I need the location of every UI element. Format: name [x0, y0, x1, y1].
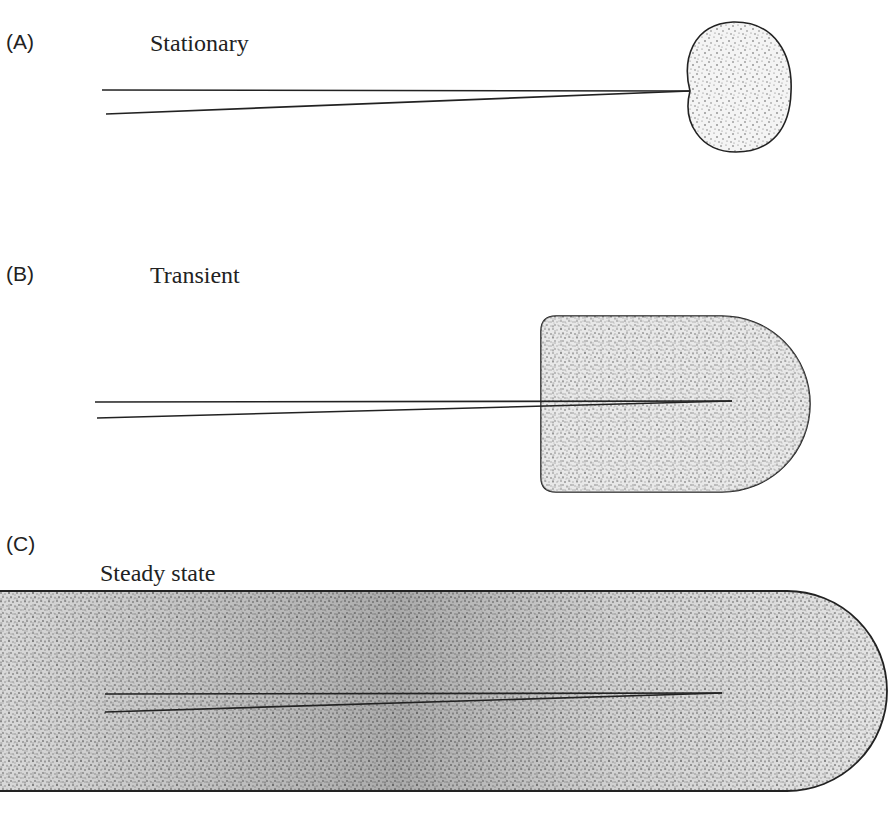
panel-title: Transient — [150, 262, 240, 288]
crack-face — [102, 90, 690, 91]
panel-letter: (C) — [6, 532, 35, 555]
panel-letter: (B) — [6, 262, 34, 285]
plastic-zone-outline — [0, 591, 887, 791]
plastic-zone-shade — [0, 591, 887, 791]
plastic-zone — [541, 316, 810, 492]
crack-face — [106, 91, 690, 114]
crack-face — [97, 401, 732, 418]
crack-face — [105, 693, 722, 694]
plastic-zone-shade — [541, 316, 810, 492]
plastic-zone — [0, 591, 887, 791]
crack-face — [95, 401, 732, 402]
crack-face — [105, 693, 722, 712]
plastic-zone-shade — [0, 591, 887, 791]
panel-title: Stationary — [150, 30, 249, 56]
plastic-zone — [687, 22, 791, 152]
panel-letter: (A) — [6, 30, 34, 53]
panel-title: Steady state — [100, 560, 215, 586]
